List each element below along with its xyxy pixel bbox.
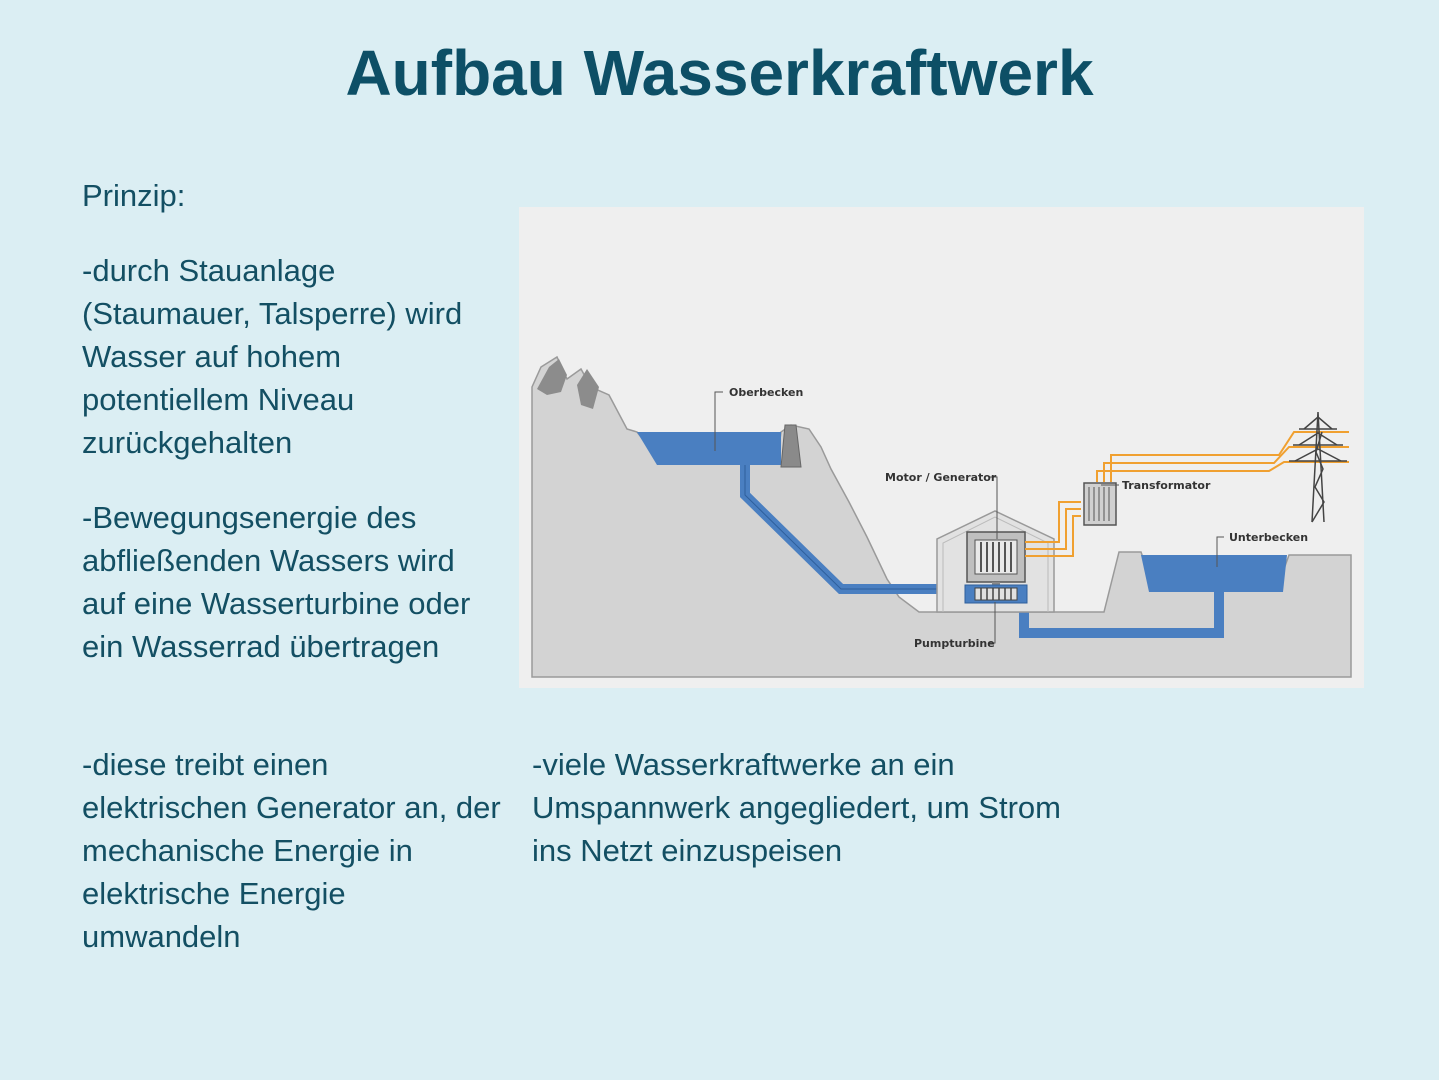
principle-heading: Prinzip: (82, 178, 186, 213)
label-unterbecken: Unterbecken (1229, 531, 1308, 544)
principle-point-substation: -viele Wasserkraftwerke an ein Umspannwe… (532, 747, 1061, 868)
label-pumpturbine: Pumpturbine (914, 637, 995, 650)
principle-point-dam: -durch Stauanlage (Staumauer, Talsperre)… (82, 253, 463, 460)
hydropower-diagram: Oberbecken Motor / Generator Transformat… (519, 207, 1364, 688)
outflow-pipe (1019, 587, 1224, 638)
upper-reservoir-water (637, 432, 781, 465)
principle-point-generator: -diese treibt einen elektrischen Generat… (82, 747, 501, 954)
mountain-peak-left (537, 359, 567, 395)
page-title: Aufbau Wasserkraftwerk (345, 37, 1094, 109)
label-oberbecken: Oberbecken (729, 386, 803, 399)
lower-reservoir-water (1141, 555, 1287, 592)
principle-point-turbine: -Bewegungsenergie des abfließenden Wasse… (82, 500, 471, 664)
mountain-peak-right (577, 369, 599, 409)
label-motor-generator: Motor / Generator (885, 471, 997, 484)
power-cables (1025, 431, 1349, 557)
dam-icon (780, 424, 802, 468)
label-transformator: Transformator (1122, 479, 1211, 492)
pylon-icon (1289, 411, 1347, 523)
